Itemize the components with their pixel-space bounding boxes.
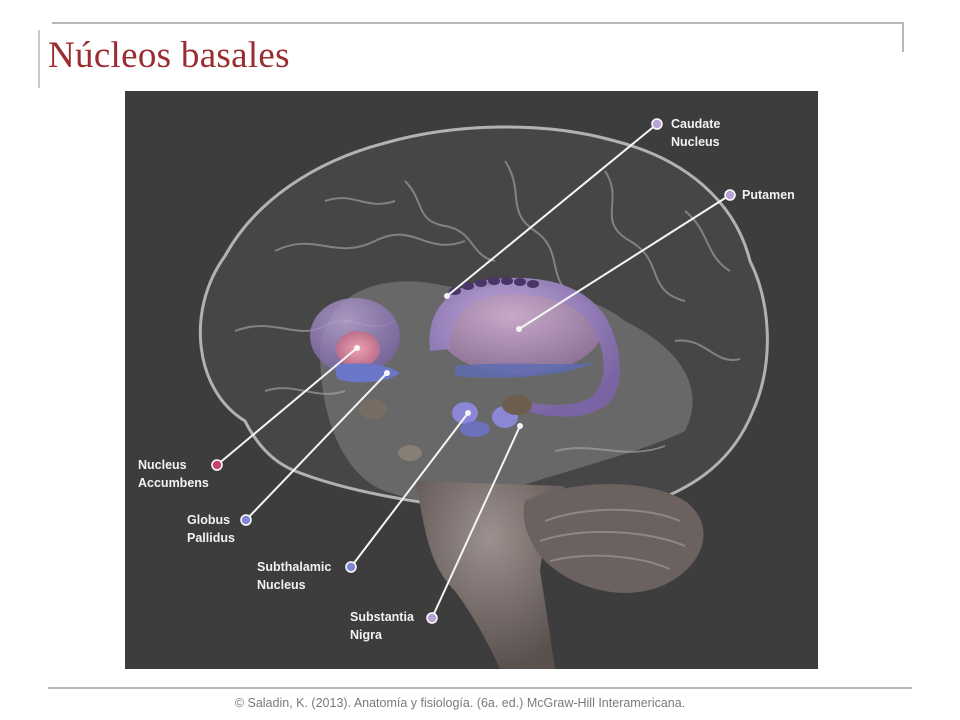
bottom-rule: [48, 687, 912, 689]
putamen-label: Putamen: [742, 188, 795, 202]
caudate-label-line2: Nucleus: [671, 135, 720, 149]
nigra-label-line2: Nigra: [350, 628, 383, 642]
globus-marker: [240, 514, 252, 526]
caudate-marker: [651, 118, 663, 130]
putamen-marker: [724, 189, 736, 201]
top-rule: [52, 22, 904, 24]
title-accent-bar: [38, 30, 40, 88]
subthalamic-label-line1: Subthalamic: [257, 560, 331, 574]
caudate-label-line1: Caudate: [671, 117, 720, 131]
globus-label-line1: Globus: [187, 513, 230, 527]
accumbens-label-line2: Accumbens: [138, 476, 209, 490]
nigra-label-line1: Substantia: [350, 610, 415, 624]
accumbens-marker: [211, 459, 223, 471]
caudate-structure: [429, 277, 620, 417]
subthalamic-marker: [345, 561, 357, 573]
brain-diagram: Caudate Nucleus Putamen Nucleus Accumben…: [125, 91, 818, 669]
top-rule-cap: [902, 22, 904, 52]
nigra-marker: [426, 612, 438, 624]
subthalamic-label-line2: Nucleus: [257, 578, 306, 592]
globus-label-line2: Pallidus: [187, 531, 235, 545]
citation: © Saladin, K. (2013). Anatomía y fisiolo…: [234, 696, 686, 710]
substantia-nigra-structure: [460, 421, 490, 437]
slide-title: Núcleos basales: [48, 35, 290, 76]
accumbens-label-line1: Nucleus: [138, 458, 187, 472]
